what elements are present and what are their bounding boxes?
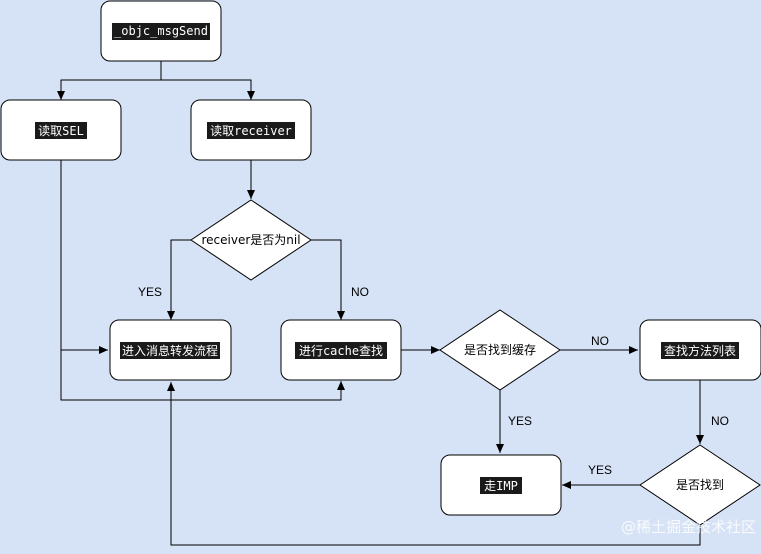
edge-label-found-yes: YES: [588, 463, 612, 477]
node-label: 进行cache查找: [299, 344, 383, 358]
node-read-sel: 读取SEL: [0, 99, 122, 161]
watermark-text: @稀土掘金技术社区: [621, 518, 756, 536]
node-label: 是否找到: [676, 478, 724, 492]
node-label: _objc_msgSend: [114, 24, 208, 38]
edge-label-cache-yes: YES: [508, 414, 532, 428]
node-label: 是否找到缓存: [464, 343, 536, 357]
node-go-imp: 走IMP: [440, 454, 562, 516]
node-label: 进入消息转发流程: [122, 343, 218, 358]
edges: [57, 61, 704, 546]
edge-label-list-no: NO: [711, 414, 729, 428]
edge-msgsend-receiver: [161, 79, 255, 100]
node-method-list: 查找方法列表: [639, 319, 761, 381]
edge-sel-cache: [60, 350, 345, 401]
node-objc-msgsend: _objc_msgSend: [100, 0, 222, 62]
edge-nil-yes: [167, 239, 191, 320]
node-label: receiver是否为nil: [201, 233, 300, 247]
edge-label-cache-no: NO: [591, 334, 609, 348]
edge-msgsend-split: [57, 61, 162, 100]
edge-sel-forwarding: [60, 160, 108, 354]
node-forwarding: 进入消息转发流程: [109, 319, 232, 381]
edge-label-nil-yes: YES: [138, 285, 162, 299]
edge-nil-no: [311, 239, 345, 320]
edge-found-no: [167, 382, 701, 546]
node-label: 读取receiver: [210, 124, 292, 138]
node-found: 是否找到: [639, 444, 761, 526]
node-label: 走IMP: [484, 479, 518, 493]
node-label: 查找方法列表: [664, 343, 736, 358]
node-read-receiver: 读取receiver: [190, 99, 312, 161]
edge-label-nil-no: NO: [351, 285, 369, 299]
node-label: 读取SEL: [38, 124, 84, 138]
node-cache-found: 是否找到缓存: [439, 309, 561, 391]
node-receiver-nil: receiver是否为nil: [190, 199, 312, 281]
node-cache-lookup: 进行cache查找: [280, 319, 402, 381]
